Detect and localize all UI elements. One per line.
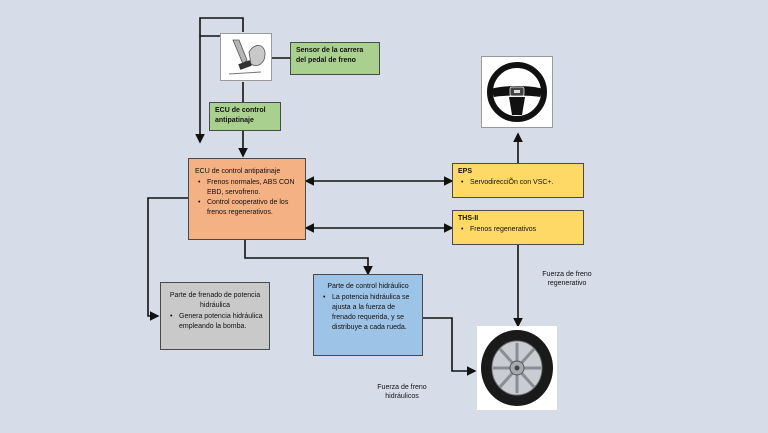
regen-force-line1: Fuerza de freno (542, 271, 592, 278)
hydraulic-force-line2: hidráulicos (385, 393, 419, 400)
pedal-sensor-box: Sensor de la carrera del pedal de freno (290, 42, 380, 75)
hydraulic-power-title: Parte de frenado de potencia hidráulica (169, 292, 261, 309)
ecu-main-box: ECU de control antipatinaje Frenos norma… (188, 158, 306, 240)
ecu-main-item: Control cooperativo de los frenos regene… (198, 198, 299, 218)
hydraulic-force-line1: Fuerza de freno (377, 384, 427, 391)
pedal-sensor-line2: del pedal de freno (296, 57, 356, 64)
ecu-to-potencia-arrow (147, 197, 188, 321)
ecu-small-line1: ECU de control (215, 107, 266, 114)
hydraulic-power-item: Genera potencia hidráulica empleando la … (170, 312, 263, 332)
ecu-main-item: Frenos normales, ABS CON EBD, servofreno… (198, 178, 299, 198)
hydraulic-force-label: Fuerza de freno hidráulicos (362, 383, 442, 401)
hydraulic-power-list: Genera potencia hidráulica empleando la … (167, 312, 263, 332)
eps-list: ServodirecciÕn con VSC+. (458, 178, 578, 188)
hydraulic-control-box: Parte de control hidráulico La potencia … (313, 274, 423, 356)
brake-pedal-image (220, 33, 272, 81)
steering-wheel-image (481, 56, 553, 128)
eps-box: EPS ServodirecciÕn con VSC+. (452, 163, 584, 198)
car-wheel-image (477, 326, 557, 410)
ecu-main-list: Frenos normales, ABS CON EBD, servofreno… (195, 178, 299, 218)
pedal-sensor-line1: Sensor de la carrera (296, 47, 364, 54)
eps-title: EPS (458, 168, 473, 175)
hydraulic-control-title: Parte de control hidráulico (327, 283, 409, 290)
ths-list: Frenos regenerativos (458, 225, 578, 235)
regen-force-line2: regenerativo (547, 280, 587, 287)
brake-pedal-icon (228, 39, 266, 75)
ths-box: THS-II Frenos regenerativos (452, 210, 584, 245)
steering-wheel-icon (487, 62, 547, 122)
eps-item: ServodirecciÕn con VSC+. (461, 178, 578, 188)
ecu-main-title: ECU de control antipatinaje (195, 168, 281, 175)
ecu-to-control-arrow (244, 240, 373, 276)
control-to-wheel-arrow (420, 317, 477, 376)
regen-force-label: Fuerza de freno regenerativo (527, 270, 607, 288)
car-wheel-icon (481, 330, 553, 406)
hydraulic-power-box: Parte de frenado de potencia hidráulica … (160, 282, 270, 350)
ths-item: Frenos regenerativos (461, 225, 578, 235)
ecu-small-box: ECU de control antipatinaje (209, 102, 281, 131)
ecu-small-line2: antipatinaje (215, 117, 254, 124)
ths-title: THS-II (458, 215, 479, 222)
hydraulic-control-item: La potencia hidráulica se ajusta a la fu… (323, 293, 416, 333)
pedal-top-line (199, 17, 244, 37)
hydraulic-control-list: La potencia hidráulica se ajusta a la fu… (320, 293, 416, 333)
